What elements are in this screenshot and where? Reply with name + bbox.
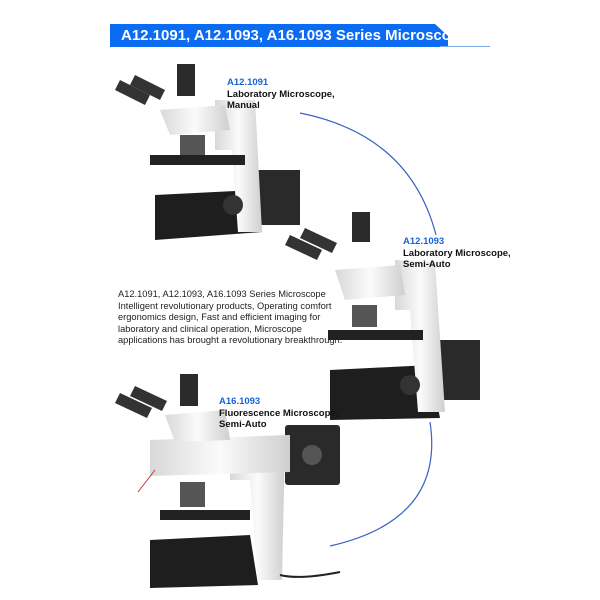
product-name: Laboratory Microscope, xyxy=(227,88,335,100)
product-label-a12-1093: A12.1093 Laboratory Microscope, Semi-Aut… xyxy=(403,236,511,271)
product-code: A12.1093 xyxy=(403,236,445,247)
microscope-a12-1093-image xyxy=(285,212,480,420)
series-description: A12.1091, A12.1093, A16.1093 Series Micr… xyxy=(118,289,343,346)
product-code: A16.1093 xyxy=(219,396,261,407)
product-mode: Semi-Auto xyxy=(219,419,267,430)
product-label-a16-1093: A16.1093 Fluorescence Microscope, Semi-A… xyxy=(219,396,338,431)
product-label-a12-1091: A12.1091 Laboratory Microscope, Manual xyxy=(227,77,335,112)
connector-curve-1 xyxy=(299,112,437,236)
banner-divider xyxy=(440,46,490,47)
product-mode: Semi-Auto xyxy=(403,259,451,270)
product-name: Fluorescence Microscope, xyxy=(219,407,339,419)
product-code: A12.1091 xyxy=(227,77,269,88)
banner-title: A12.1091, A12.1093, A16.1093 Series Micr… xyxy=(121,27,469,44)
product-mode: Manual xyxy=(227,100,260,111)
title-banner: A12.1091, A12.1093, A16.1093 Series Micr… xyxy=(110,24,448,47)
microscope-a12-1091-image xyxy=(115,64,300,240)
microscope-a16-1093-image xyxy=(115,374,341,588)
connector-curve-2 xyxy=(329,421,433,547)
product-name: Laboratory Microscope, xyxy=(403,247,511,259)
